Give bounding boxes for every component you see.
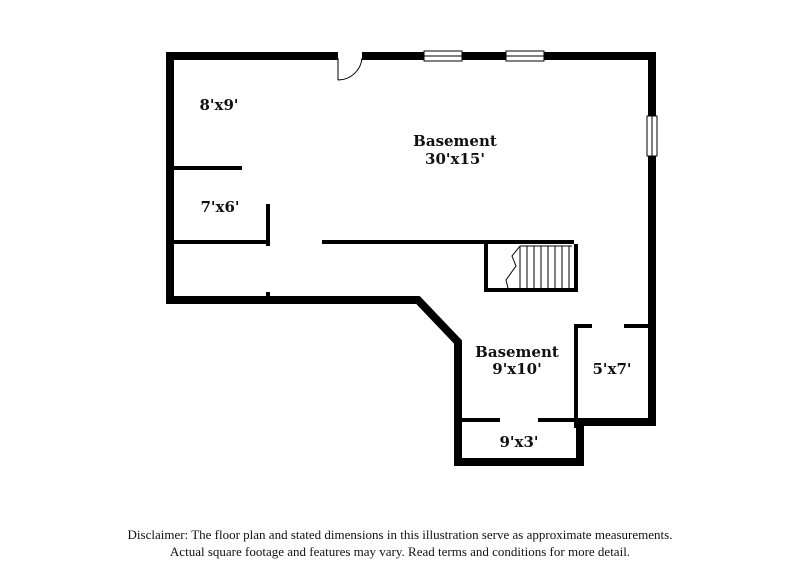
window-top-left: [423, 50, 463, 62]
room-7x6-label: 7'x6': [200, 198, 239, 216]
room-8x9-label: 8'x9': [199, 96, 238, 114]
door: [337, 57, 363, 81]
disclaimer-line-2: Actual square footage and features may v…: [169, 544, 631, 559]
basement-main-name: Basement: [413, 132, 497, 150]
disclaimer-line-1: Disclaimer: The floor plan and stated di…: [127, 527, 673, 542]
room-9x3-label: 9'x3': [499, 433, 538, 451]
stairs: [484, 244, 578, 292]
basement-small-name: Basement: [475, 343, 559, 361]
window-top-right: [505, 50, 545, 62]
room-5x7-label: 5'x7': [592, 360, 631, 378]
basement-main-dims: 30'x15': [425, 150, 485, 168]
window-right: [646, 115, 658, 157]
outer-walls: [166, 52, 656, 466]
interior-walls: [174, 166, 650, 428]
basement-small-dims: 9'x10': [492, 360, 541, 378]
